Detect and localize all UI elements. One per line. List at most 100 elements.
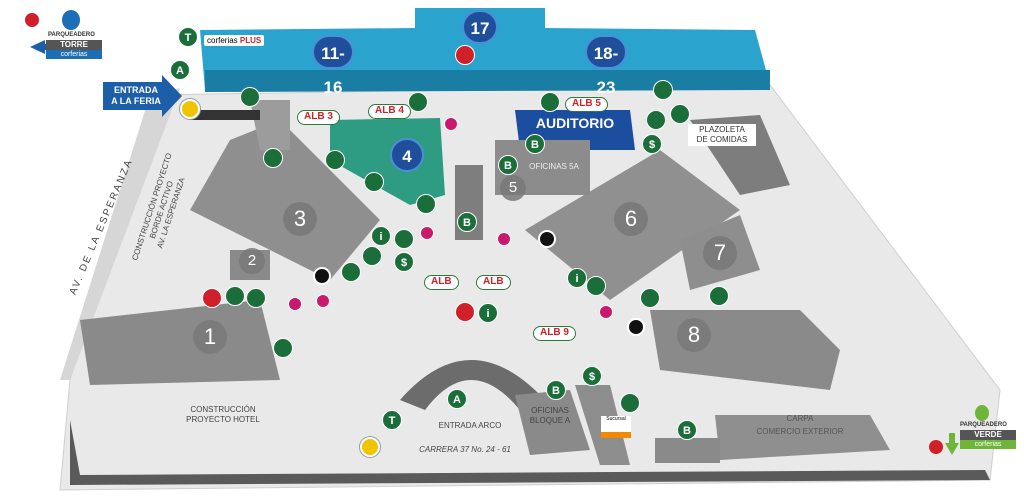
document-icon[interactable] [246, 288, 266, 308]
restroom-icon[interactable] [240, 87, 260, 107]
hotel-line-1: CONSTRUCCIÓN [190, 405, 256, 414]
oficinas-bloque-a-building [515, 390, 590, 455]
building-b-icon[interactable]: B [498, 155, 518, 175]
restaurant-icon[interactable] [670, 104, 690, 124]
plazoleta-line-2: DE COMIDAS [696, 135, 748, 144]
entrada-line-2: A LA FERIA [111, 96, 161, 106]
pavilion-17[interactable]: 17 [462, 10, 498, 44]
arco-structure [400, 360, 545, 410]
bus-stop-a-icon[interactable]: A [447, 389, 467, 409]
pavilion-1-building [80, 300, 280, 385]
bicycle-parking-icon[interactable] [620, 393, 640, 413]
building-b-icon[interactable]: B [457, 212, 477, 232]
phone-icon[interactable] [362, 246, 382, 266]
carpa-annex [655, 438, 720, 463]
building-b-icon[interactable]: B [546, 380, 566, 400]
arco-logo-icon [455, 45, 475, 65]
carpa-line-2: COMERCIO EXTERIOR [756, 427, 844, 436]
restroom-icon[interactable] [225, 286, 245, 306]
promo-marker[interactable] [420, 226, 434, 240]
parking-torre-brand: corferias [46, 50, 102, 59]
pavilion-11-23 [200, 8, 770, 90]
atm-icon[interactable]: $ [642, 134, 662, 154]
building-b-icon[interactable]: B [525, 134, 545, 154]
pavilion-1[interactable]: 1 [193, 320, 227, 354]
pavilion-18-23[interactable]: 18-23 [585, 35, 627, 97]
parking-verde-name[interactable]: VERDE [960, 430, 1016, 440]
airplane-icon[interactable] [341, 262, 361, 282]
taxi-icon[interactable] [180, 99, 200, 119]
hotel-line-2: PROYECTO HOTEL [186, 415, 260, 424]
promo-marker[interactable] [444, 117, 458, 131]
building-b-icon[interactable]: B [677, 420, 697, 440]
info-icon[interactable]: i [478, 303, 498, 323]
pavilion-2[interactable]: 2 [239, 248, 265, 274]
atm-icon[interactable]: $ [394, 252, 414, 272]
parking-torre-name[interactable]: TORRE [46, 40, 102, 50]
carrera-address: CARRERA 37 No. 24 - 61 [419, 445, 511, 454]
bus-stop-a-icon[interactable]: A [170, 60, 190, 80]
arrow-left-icon [30, 40, 60, 54]
pavilion-8[interactable]: 8 [677, 318, 711, 352]
info-icon[interactable]: i [371, 226, 391, 246]
entrada-arrow [103, 75, 182, 117]
terminal-icon[interactable] [586, 276, 606, 296]
restroom-icon[interactable] [408, 92, 428, 112]
pavilion-11-16[interactable]: 11-16 [312, 35, 354, 97]
atm-icon[interactable]: $ [582, 366, 602, 386]
mail-icon[interactable] [394, 229, 414, 249]
transmilenio-icon[interactable]: T [382, 410, 402, 430]
promo-marker[interactable] [497, 232, 511, 246]
restroom-icon[interactable] [325, 150, 345, 170]
alb-left-badge: ALB [424, 275, 459, 290]
corferias-plus-sign: corferias PLUS [204, 35, 265, 46]
oficinas-a-line-2: BLOQUE A [529, 416, 571, 425]
arrow-down-icon [945, 433, 959, 455]
oficinas-a-line-1: OFICINAS [531, 406, 569, 415]
pavilion-11-23-base [205, 70, 770, 92]
pavilion-3-building [190, 120, 380, 280]
plazoleta-line-1: PLAZOLETA [699, 125, 745, 134]
alb-4-badge: ALB 4 [368, 104, 411, 119]
carpa-building [715, 415, 890, 460]
pavilion-5[interactable]: 5 [500, 175, 526, 201]
restroom-icon[interactable] [646, 110, 666, 130]
pavilion-4[interactable]: 4 [390, 138, 424, 172]
entrada-line-1: ENTRADA [114, 85, 158, 95]
food-icon[interactable] [263, 148, 283, 168]
pavilion-7[interactable]: 7 [703, 236, 737, 270]
restroom-icon[interactable] [364, 172, 384, 192]
camera-icon[interactable] [273, 338, 293, 358]
promo-marker[interactable] [599, 305, 613, 319]
promo-marker[interactable] [288, 297, 302, 311]
wifi-point-icon[interactable] [313, 267, 331, 285]
first-aid-icon[interactable] [640, 288, 660, 308]
info-icon[interactable]: i [567, 268, 587, 288]
sucursal-sign: Sucursal [601, 416, 631, 438]
alb-right-badge: ALB [476, 275, 511, 290]
transmilenio-icon[interactable]: T [178, 27, 198, 47]
parking-torre-logo [62, 10, 80, 30]
bicycle-icon [25, 13, 39, 27]
entrada-arco-label: ENTRADA ARCO [438, 421, 502, 430]
wifi-point-icon[interactable] [627, 318, 645, 336]
taxi-icon[interactable] [360, 437, 380, 457]
restroom-icon[interactable] [540, 92, 560, 112]
promo-marker[interactable] [316, 294, 330, 308]
restroom-icon[interactable] [709, 286, 729, 306]
parking-verde-logo [975, 405, 989, 421]
meeting-point-icon[interactable] [455, 302, 475, 322]
coffee-icon[interactable] [653, 80, 673, 100]
pavilion-3[interactable]: 3 [283, 202, 317, 236]
alb-9-badge: ALB 9 [533, 326, 576, 341]
auditorio-label[interactable]: AUDITORIO [535, 115, 615, 131]
wifi-point-icon[interactable] [538, 230, 556, 248]
security-icon[interactable] [202, 288, 222, 308]
lock-icon[interactable] [416, 194, 436, 214]
parking-verde-brand: corferias [960, 440, 1016, 449]
bicycle-icon [929, 440, 943, 454]
pavilion-6[interactable]: 6 [614, 202, 648, 236]
